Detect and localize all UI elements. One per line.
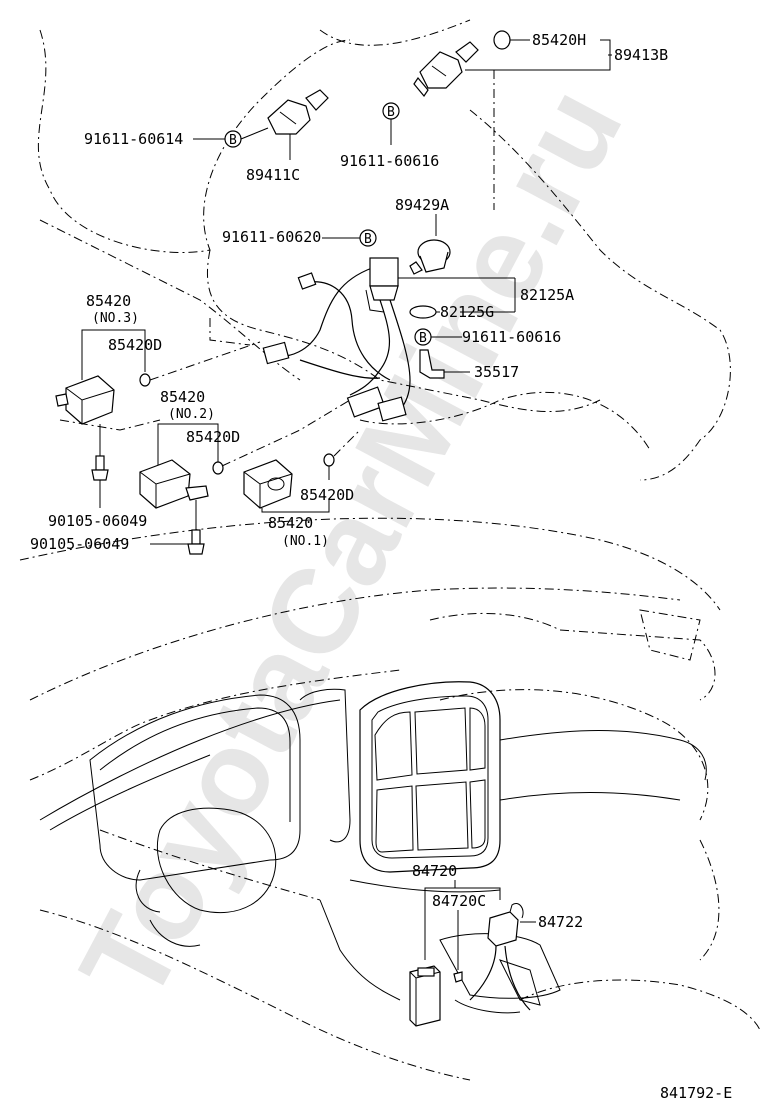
label-84720: 84720 bbox=[412, 862, 457, 880]
label-no1: (NO.1) bbox=[282, 534, 329, 549]
instrument-panel bbox=[39, 681, 707, 1014]
clip-b-mark: B bbox=[229, 133, 237, 148]
label-91611-60616-top: 91611-60616 bbox=[340, 152, 439, 170]
label-85420D-c: 85420D bbox=[300, 486, 354, 504]
washer-icon bbox=[409, 305, 437, 319]
washer-icon bbox=[323, 453, 335, 467]
label-85420D-b: 85420D bbox=[186, 428, 240, 446]
washer-icon bbox=[139, 373, 151, 387]
label-82125G: 82125G bbox=[440, 303, 494, 321]
label-90105-06049-b: 90105-06049 bbox=[30, 535, 129, 553]
label-85420-no3: 85420 bbox=[86, 292, 131, 310]
switch-icon bbox=[409, 965, 441, 1027]
label-91611-60620: 91611-60620 bbox=[222, 228, 321, 246]
label-89411C: 89411C bbox=[246, 166, 300, 184]
bolt-icon bbox=[187, 529, 205, 555]
label-85420D-a: 85420D bbox=[108, 336, 162, 354]
clip-b-icon bbox=[359, 229, 377, 247]
label-35517: 35517 bbox=[474, 363, 519, 381]
clip-b-mark: B bbox=[419, 331, 427, 346]
clip-b-mark: B bbox=[364, 232, 372, 247]
clip-b-mark: B bbox=[387, 105, 395, 120]
label-89413B: 89413B bbox=[614, 46, 668, 64]
sensor-icon bbox=[487, 903, 524, 947]
watermark: ToyotaCarMine.ru bbox=[55, 66, 648, 1022]
washer-icon bbox=[493, 30, 511, 50]
label-82125A: 82125A bbox=[520, 286, 574, 304]
label-91611-60614: 91611-60614 bbox=[84, 130, 183, 148]
switch-icon bbox=[243, 459, 293, 509]
label-no2: (NO.2) bbox=[168, 407, 215, 422]
vehicle-body-outline bbox=[19, 19, 760, 1081]
label-84720C: 84720C bbox=[432, 892, 486, 910]
switch-icon bbox=[139, 459, 209, 509]
switch-icon bbox=[55, 375, 115, 425]
sensor-icon bbox=[267, 89, 329, 135]
sensor-icon bbox=[409, 239, 451, 275]
label-89429A: 89429A bbox=[395, 196, 449, 214]
washer-icon bbox=[212, 461, 224, 475]
bolt-icon bbox=[91, 455, 109, 481]
sensor-icon bbox=[413, 41, 479, 98]
label-84722: 84722 bbox=[538, 913, 583, 931]
label-91611-60616-mid: 91611-60616 bbox=[462, 328, 561, 346]
label-no3: (NO.3) bbox=[92, 311, 139, 326]
label-85420-no1: 85420 bbox=[268, 514, 313, 532]
harness-icon bbox=[262, 257, 411, 422]
label-85420-no2: 85420 bbox=[160, 388, 205, 406]
pin-icon bbox=[453, 971, 463, 983]
label-90105-06049-a: 90105-06049 bbox=[48, 512, 147, 530]
label-85420H: 85420H bbox=[532, 31, 586, 49]
bracket-icon bbox=[419, 349, 445, 379]
diagram-id: 841792-E bbox=[660, 1084, 732, 1102]
